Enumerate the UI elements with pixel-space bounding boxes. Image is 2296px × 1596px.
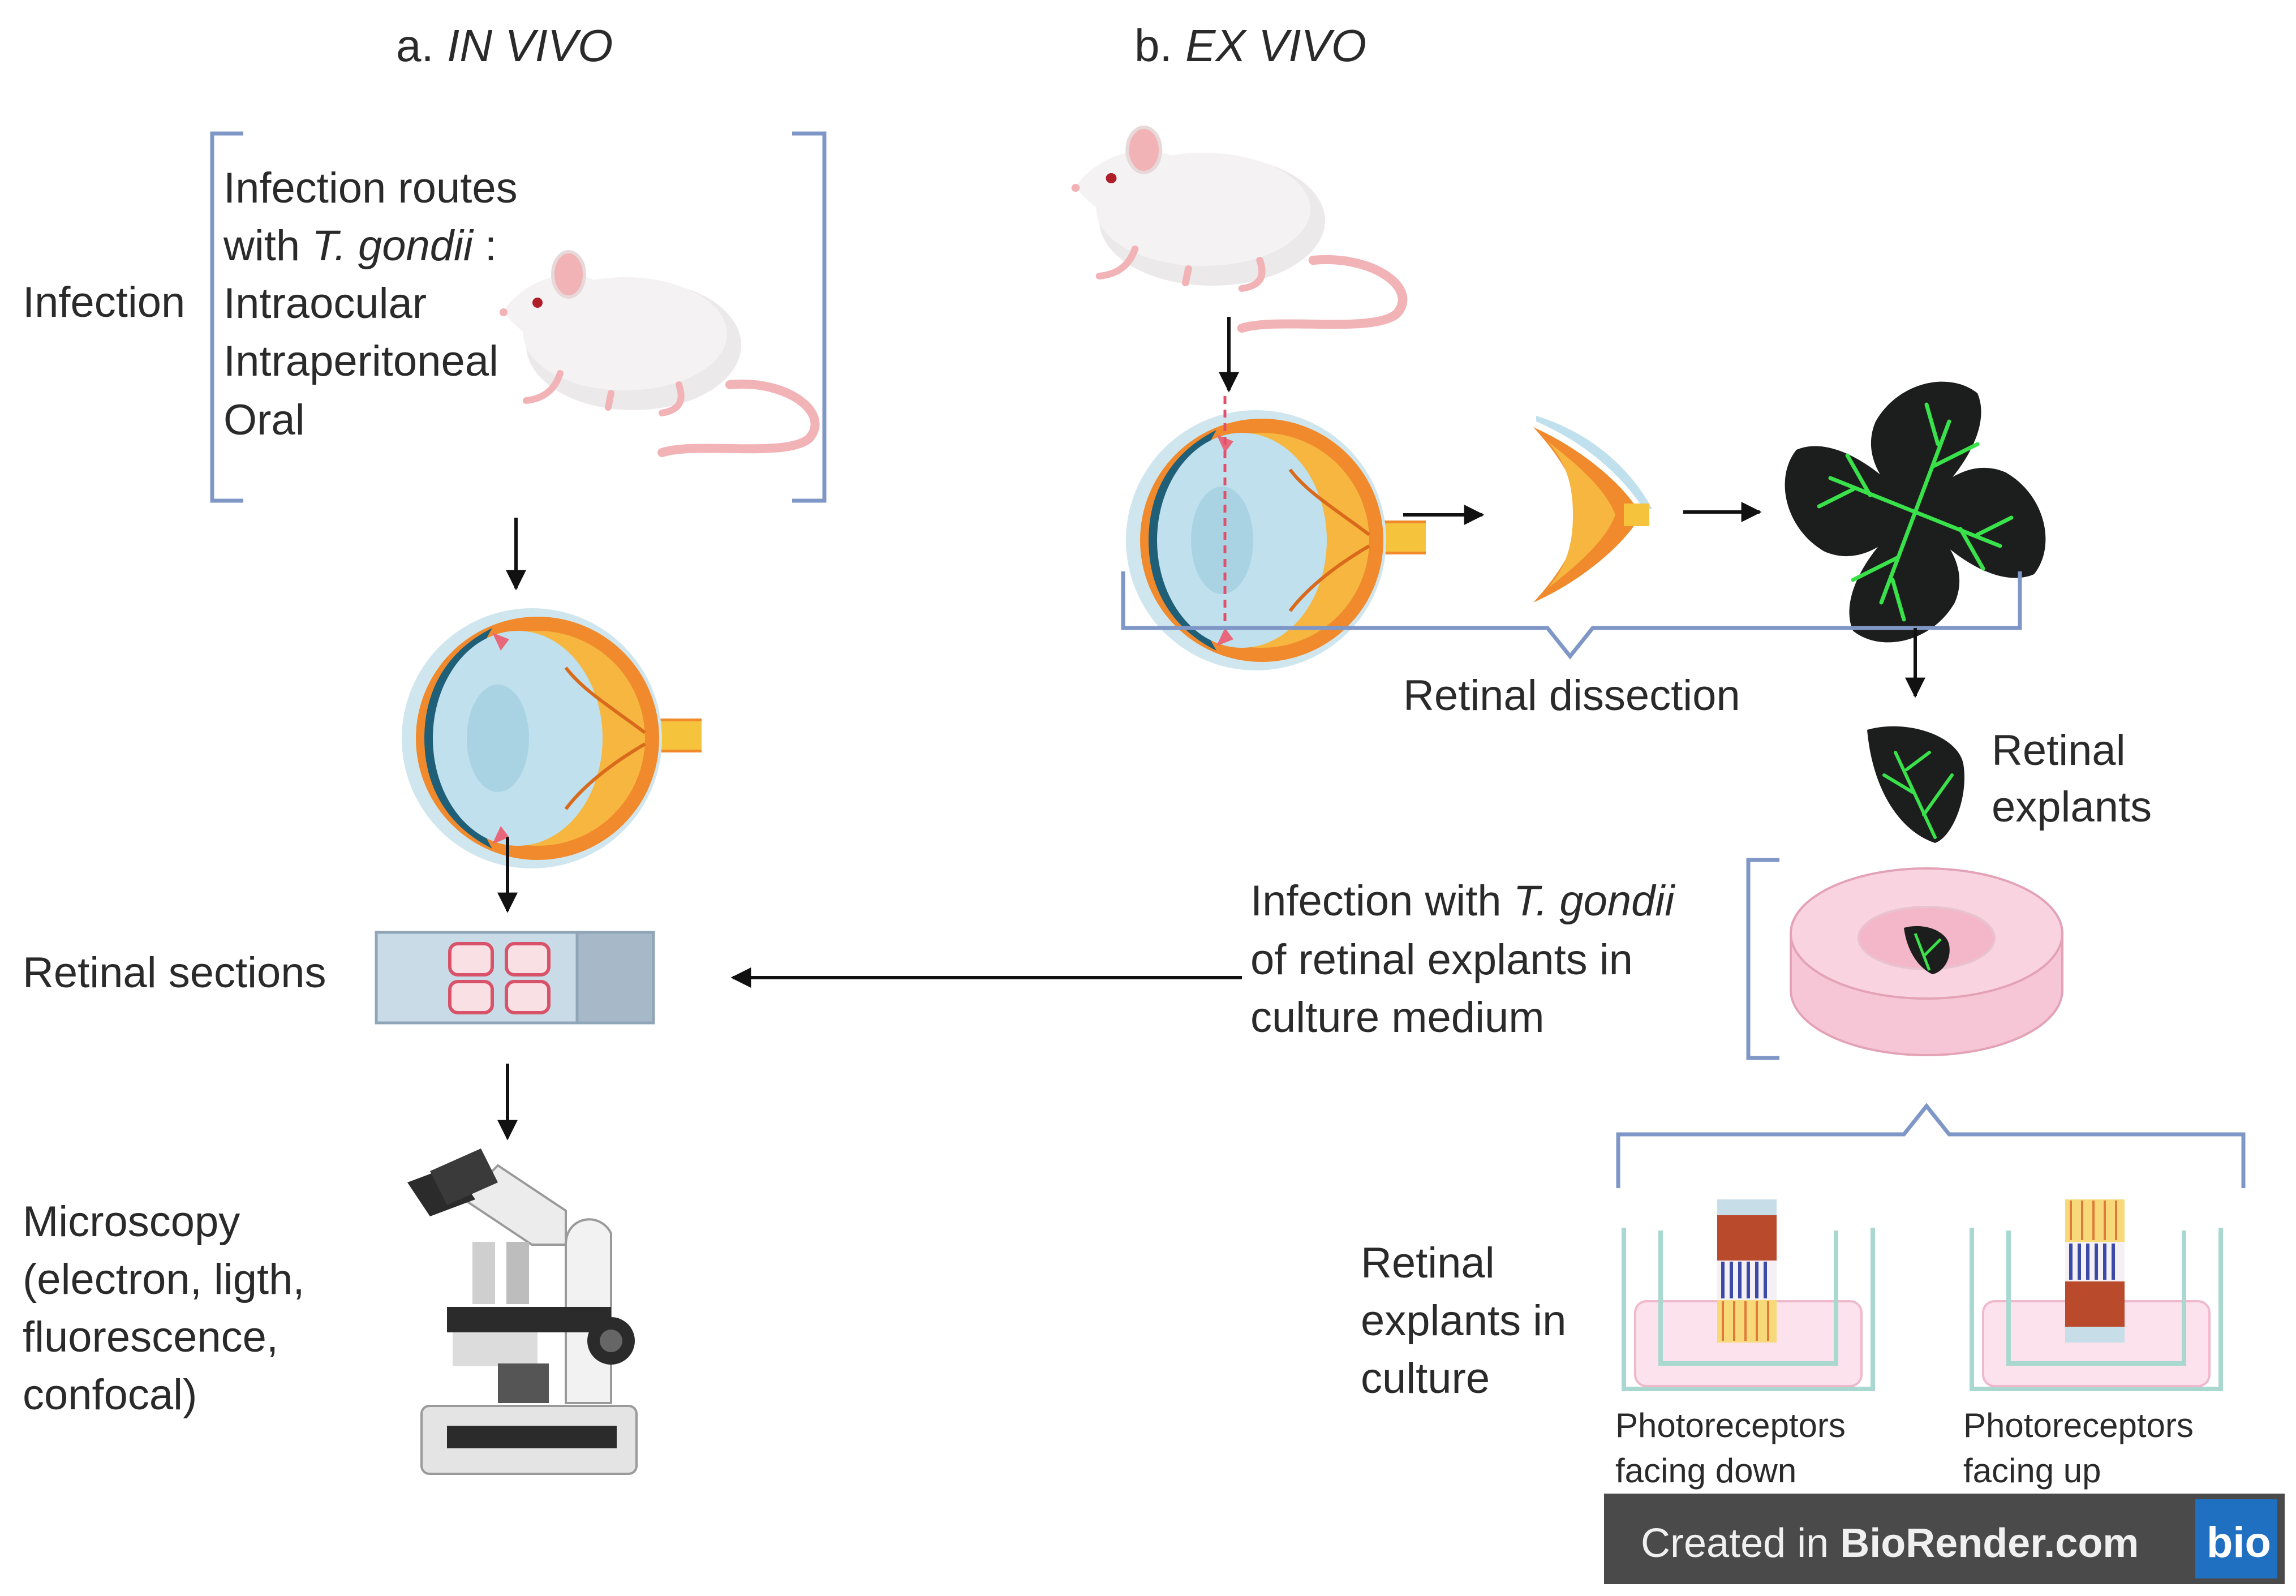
dish-bracket bbox=[1746, 858, 1779, 1060]
panel-a-prefix: a. bbox=[396, 20, 434, 71]
infection-label: Infection bbox=[23, 278, 185, 326]
microscopy-line-4: confocal) bbox=[23, 1371, 197, 1419]
routes-with: with bbox=[223, 222, 312, 270]
badge-text: Created in BioRender.com bbox=[1641, 1521, 2139, 1566]
eyecup-icon bbox=[1533, 416, 1652, 603]
infection-b-line-2: of retinal explants in bbox=[1250, 936, 1633, 984]
up-caption-2: facing up bbox=[1963, 1452, 2101, 1490]
panel-b: b. EX VIVO Retinal dissection Retinal ex… bbox=[1072, 20, 2246, 1490]
route-intraocular: Intraocular bbox=[223, 279, 427, 328]
routes-bracket-right bbox=[792, 131, 827, 503]
culture-line-1: Retinal bbox=[1361, 1239, 1495, 1287]
dissection-bracket bbox=[1121, 571, 2022, 660]
infection-with: Infection with bbox=[1250, 877, 1514, 925]
slide-icon bbox=[375, 931, 655, 1025]
routes-species: T. gondii bbox=[312, 222, 474, 270]
explants-line-1: Retinal bbox=[1992, 726, 2126, 775]
microscope-icon bbox=[407, 1148, 638, 1475]
culture-bracket bbox=[1616, 1103, 2246, 1188]
explants-line-2: explants bbox=[1992, 783, 2152, 831]
biorender-badge: Created in BioRender.com bio bbox=[1604, 1494, 2285, 1584]
down-caption-2: facing down bbox=[1615, 1452, 1796, 1490]
route-oral: Oral bbox=[223, 396, 305, 444]
petri-dish-icon bbox=[1790, 867, 2063, 1056]
panel-a-title: IN VIVO bbox=[447, 20, 613, 71]
up-caption-1: Photoreceptors bbox=[1963, 1406, 2194, 1444]
sections-label: Retinal sections bbox=[23, 949, 326, 997]
insert-facing-down-icon bbox=[1622, 1199, 1875, 1391]
panel-b-title: EX VIVO bbox=[1185, 20, 1366, 71]
badge-prefix: Created in bbox=[1641, 1521, 1840, 1566]
routes-bracket-left bbox=[210, 131, 243, 503]
mouse-icon bbox=[500, 252, 815, 453]
microscopy-line-2: (electron, ligth, bbox=[23, 1255, 304, 1304]
routes-line-2: with T. gondii : bbox=[223, 222, 497, 270]
eye-icon-b bbox=[1126, 410, 1426, 670]
bio-logo-text: bio bbox=[2207, 1518, 2271, 1567]
mouse-icon-b bbox=[1072, 127, 1403, 328]
insert-facing-up-icon bbox=[1970, 1199, 2223, 1391]
microscopy-line-1: Microscopy bbox=[23, 1198, 240, 1246]
explant-piece-icon bbox=[1867, 726, 1964, 843]
culture-line-3: culture bbox=[1361, 1354, 1490, 1403]
culture-line-2: explants in bbox=[1361, 1297, 1566, 1345]
infection-b-line-3: culture medium bbox=[1250, 993, 1545, 1042]
microscopy-line-3: fluorescence, bbox=[23, 1313, 278, 1361]
bio-logo-icon bbox=[2195, 1499, 2277, 1578]
eye-icon bbox=[402, 608, 702, 868]
flat-retina-icon bbox=[1785, 382, 2046, 643]
routes-line-1: Infection routes bbox=[223, 164, 518, 212]
route-intraperitoneal: Intraperitoneal bbox=[223, 337, 498, 385]
panel-b-prefix: b. bbox=[1134, 20, 1172, 71]
panel-a: a. IN VIVO Infection Infection routes wi… bbox=[23, 20, 1242, 1475]
infection-species: T. gondii bbox=[1514, 877, 1676, 925]
down-caption-1: Photoreceptors bbox=[1615, 1406, 1846, 1444]
infection-b-line-1: Infection with T. gondii bbox=[1250, 877, 1675, 925]
dissection-label: Retinal dissection bbox=[1403, 672, 1740, 720]
routes-colon: : bbox=[473, 222, 497, 270]
badge-brand: BioRender.com bbox=[1840, 1521, 2139, 1566]
